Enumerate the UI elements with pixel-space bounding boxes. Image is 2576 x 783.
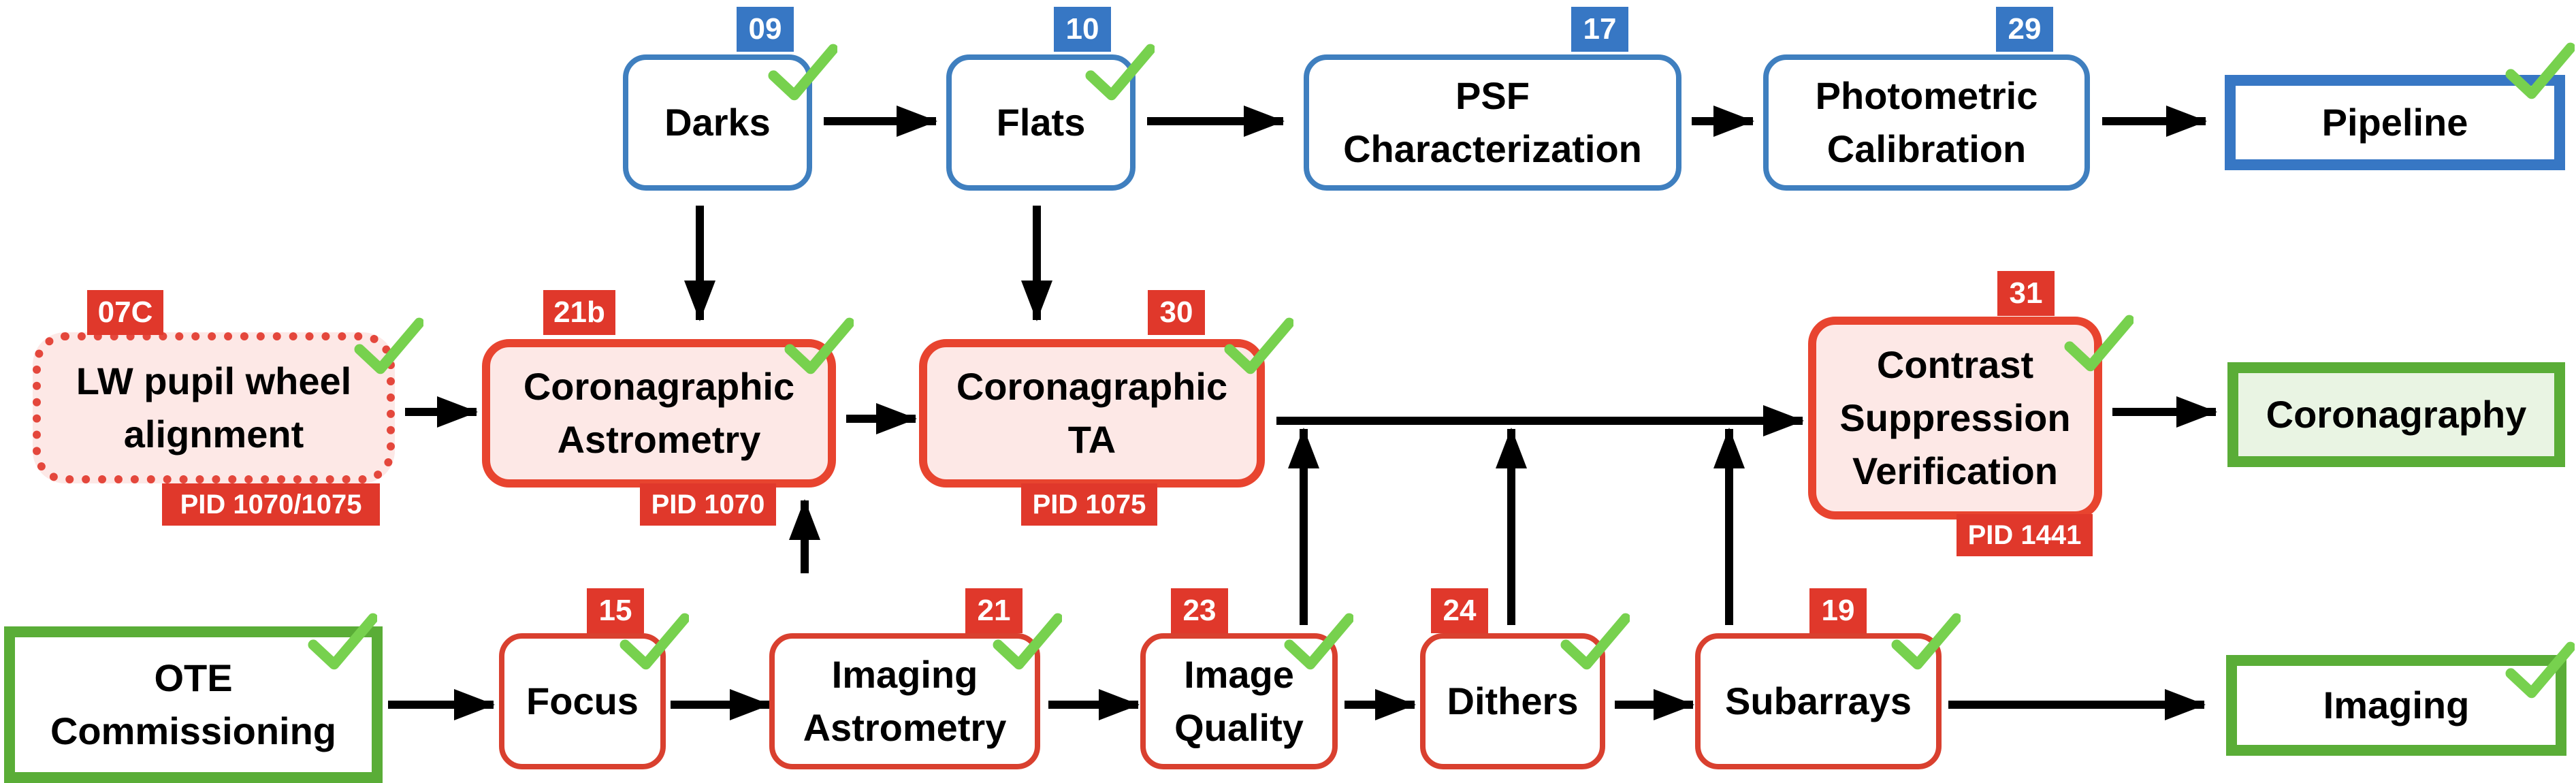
badge-subarrays: 19 [1809, 588, 1867, 633]
node-ote-commissioning: OTE Commissioning [4, 626, 383, 783]
check-icon [993, 613, 1062, 670]
node-imaging-label: Imaging [2323, 684, 2470, 726]
pid-lw-pupil: PID 1070/1075 [162, 483, 380, 526]
badge-flats: 10 [1054, 7, 1111, 52]
badge-image-quality: 23 [1171, 588, 1228, 633]
badge-coro-ta: 30 [1148, 290, 1205, 335]
badge-psf: 17 [1571, 7, 1628, 52]
check-icon [354, 317, 423, 374]
badge-dithers: 24 [1431, 588, 1488, 633]
badge-darks: 09 [737, 7, 794, 52]
badge-contrast: 31 [1997, 271, 2055, 316]
check-icon [1891, 613, 1961, 670]
badge-lw-pupil: 07C [87, 290, 163, 335]
check-icon [768, 44, 837, 101]
check-icon [784, 317, 854, 374]
check-icon [2505, 641, 2575, 699]
check-icon [1284, 613, 1353, 670]
node-coro-astrometry-label: Coronagraphic Astrometry [523, 365, 795, 461]
node-coronagraphic-ta: Coronagraphic TA [919, 339, 1265, 488]
check-icon [619, 613, 689, 670]
check-icon [2505, 42, 2575, 99]
node-image-quality: Image Quality [1140, 633, 1338, 769]
pid-coro-ta: PID 1075 [1021, 483, 1157, 526]
node-psf-label: PSF Characterization [1343, 74, 1642, 170]
node-image-quality-label: Image Quality [1174, 653, 1304, 749]
node-lw-pupil-wheel-alignment: LW pupil wheel alignment [33, 332, 395, 483]
node-coro-ta-label: Coronagraphic TA [956, 365, 1228, 461]
node-pipeline: Pipeline [2225, 75, 2565, 170]
node-contrast-suppression-verification: Contrast Suppression Verification [1808, 317, 2102, 520]
node-coronagraphic-astrometry: Coronagraphic Astrometry [482, 339, 836, 488]
check-icon [1560, 613, 1630, 670]
node-pipeline-label: Pipeline [2321, 101, 2468, 144]
node-dithers-label: Dithers [1447, 680, 1579, 722]
node-photometric-calibration: Photometric Calibration [1763, 54, 2090, 191]
node-subarrays: Subarrays [1695, 633, 1942, 769]
node-coronagraphy: Coronagraphy [2227, 362, 2565, 467]
badge-focus: 15 [587, 588, 644, 633]
check-icon [308, 613, 377, 670]
check-icon [1224, 317, 1293, 374]
badge-imaging-astrometry: 21 [965, 588, 1023, 633]
node-ote-label: OTE Commissioning [50, 656, 337, 752]
pid-contrast: PID 1441 [1957, 514, 2093, 556]
node-lw-pupil-label: LW pupil wheel alignment [76, 359, 352, 456]
check-icon [2064, 315, 2134, 372]
node-darks: Darks [623, 54, 812, 191]
node-flats-label: Flats [996, 101, 1086, 144]
badge-coro-astrometry: 21b [543, 290, 615, 335]
node-coronagraphy-label: Coronagraphy [2266, 393, 2527, 436]
node-subarrays-label: Subarrays [1725, 680, 1912, 722]
node-darks-label: Darks [664, 101, 771, 144]
node-psf-characterization: PSF Characterization [1304, 54, 1681, 191]
node-flats: Flats [946, 54, 1136, 191]
node-contrast-label: Contrast Suppression Verification [1839, 343, 2071, 492]
badge-photometric: 29 [1996, 7, 2053, 52]
node-photometric-label: Photometric Calibration [1815, 74, 2038, 170]
pid-coro-astrometry: PID 1070 [640, 483, 776, 526]
node-imaging-astrometry: Imaging Astrometry [769, 633, 1040, 769]
node-focus-label: Focus [526, 680, 639, 722]
node-imaging-astrometry-label: Imaging Astrometry [803, 653, 1007, 749]
check-icon [1085, 44, 1155, 101]
